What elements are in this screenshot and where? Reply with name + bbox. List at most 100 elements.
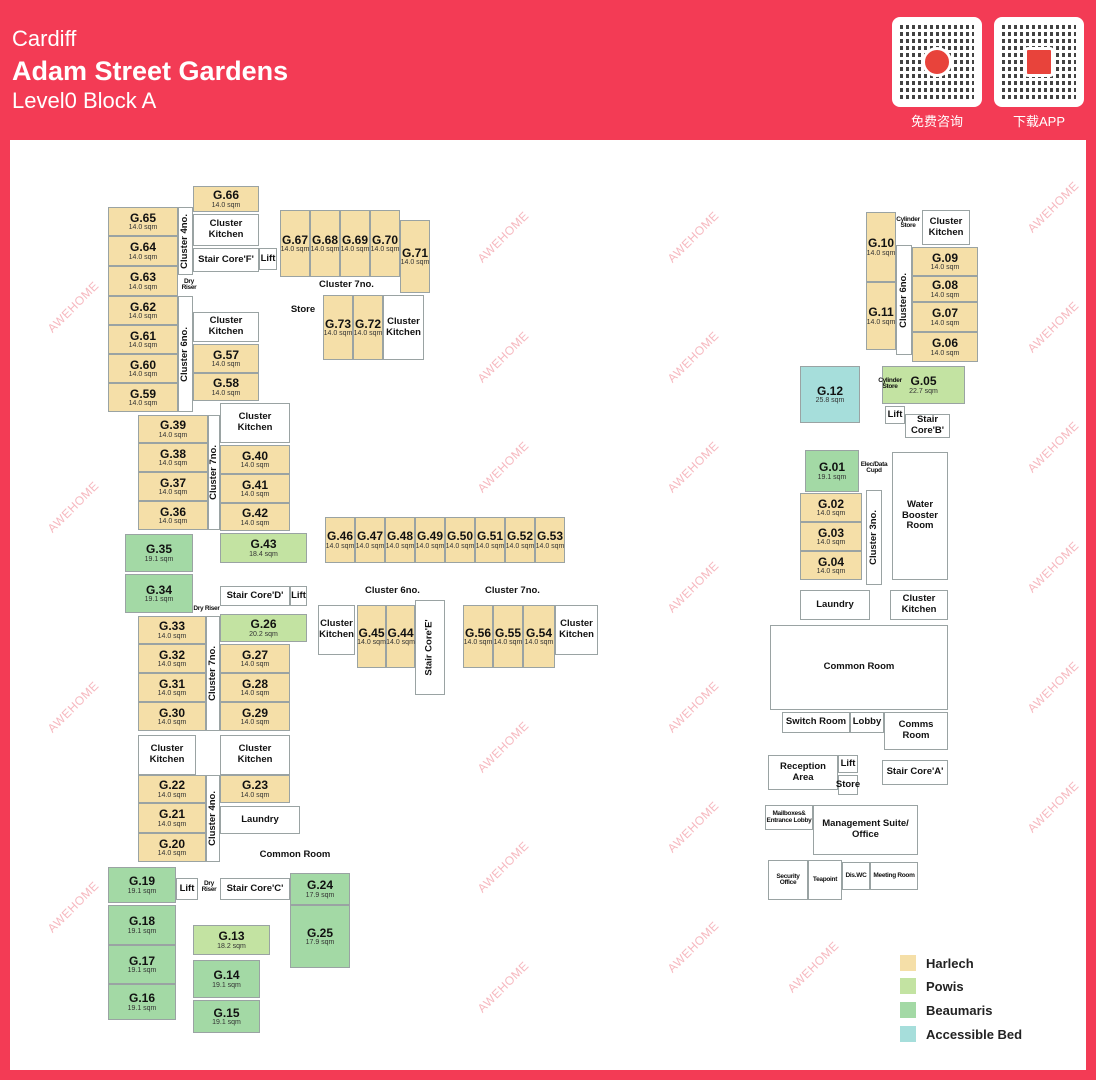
space-cluster-6no: Cluster 6no.	[178, 296, 193, 412]
consult-qr-code[interactable]	[892, 17, 982, 107]
room-id: G.30	[158, 705, 185, 720]
consult-qr-caption: 免费咨询	[910, 114, 963, 129]
app-download-qr-code[interactable]	[994, 17, 1084, 107]
room-area: 14.0 sqm	[157, 719, 187, 727]
legend-powis: Powis	[900, 978, 964, 994]
space-label: Management Suite/ Office	[822, 818, 909, 840]
space-label: Stair Core'B'	[910, 414, 945, 436]
space-dis-wc: Dis.WC	[842, 862, 870, 890]
space-lift: Lift	[885, 406, 905, 424]
space-label: Stair Core'E'	[423, 619, 435, 676]
room-area: 19.1 sqm	[144, 555, 174, 563]
room-id: G.12	[816, 383, 843, 398]
space-store: Store	[288, 300, 318, 320]
space-label: Cylinder Store	[896, 215, 920, 229]
space-management-suite-office: Management Suite/ Office	[813, 805, 918, 855]
room-id: G.16	[128, 991, 155, 1006]
space-label: Lift	[260, 252, 276, 264]
space-label: Mailboxes& Entrance Lobby	[766, 810, 812, 824]
space-label: Cluster Kitchen	[208, 218, 244, 240]
room-area: 14.0 sqm	[930, 264, 960, 272]
room-id: G.70	[371, 232, 398, 247]
room-id: G.55	[494, 625, 521, 640]
level-title: Level0 Block A	[12, 88, 157, 113]
space-cluster-6no: Cluster 6no.	[355, 583, 430, 600]
room-area: 22.7 sqm	[909, 387, 938, 395]
